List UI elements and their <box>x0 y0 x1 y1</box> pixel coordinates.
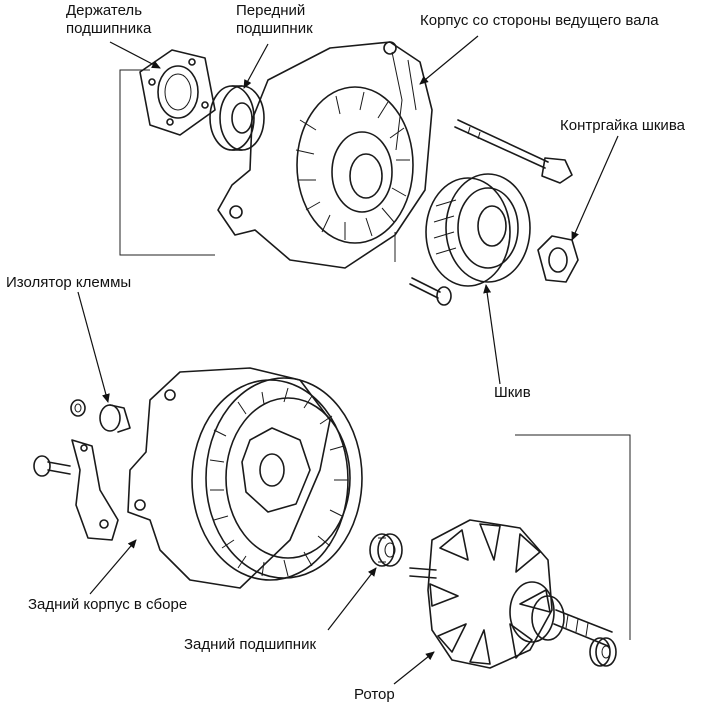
front-bearing-part <box>209 85 265 151</box>
bearing-holder-part <box>139 49 216 136</box>
terminal-bracket-part <box>33 439 119 541</box>
label-drive-end-housing: Корпус со стороны ведущего вала <box>420 12 659 29</box>
terminal-insulator-part <box>70 399 131 433</box>
label-rear-housing-assembly: Задний корпус в сборе <box>28 596 188 613</box>
drive-end-housing-part <box>217 41 433 269</box>
pulley-part <box>425 173 531 287</box>
pulley-lock-nut-part <box>537 235 579 283</box>
assembly-guide-lines <box>119 69 631 640</box>
label-front-bearing: Передний подшипник <box>236 2 313 37</box>
rotor-part <box>409 519 613 669</box>
label-terminal-insulator: Изолятор клеммы <box>6 274 132 291</box>
housing-screw-part <box>409 277 452 306</box>
through-bolt-part <box>454 119 573 184</box>
arrow-leader <box>77 35 619 685</box>
label-rotor: Ротор <box>354 686 395 703</box>
label-pulley-lock-nut: Контргайка шкива <box>560 117 685 134</box>
label-rear-bearing: Задний подшипник <box>184 636 317 653</box>
rotor-washer-part <box>589 637 617 667</box>
rear-housing-assembly-part <box>127 367 363 589</box>
rear-bearing-part <box>369 533 403 567</box>
label-pulley: Шкив <box>494 384 531 401</box>
label-bearing-holder: Держатель подшипника <box>66 2 152 37</box>
